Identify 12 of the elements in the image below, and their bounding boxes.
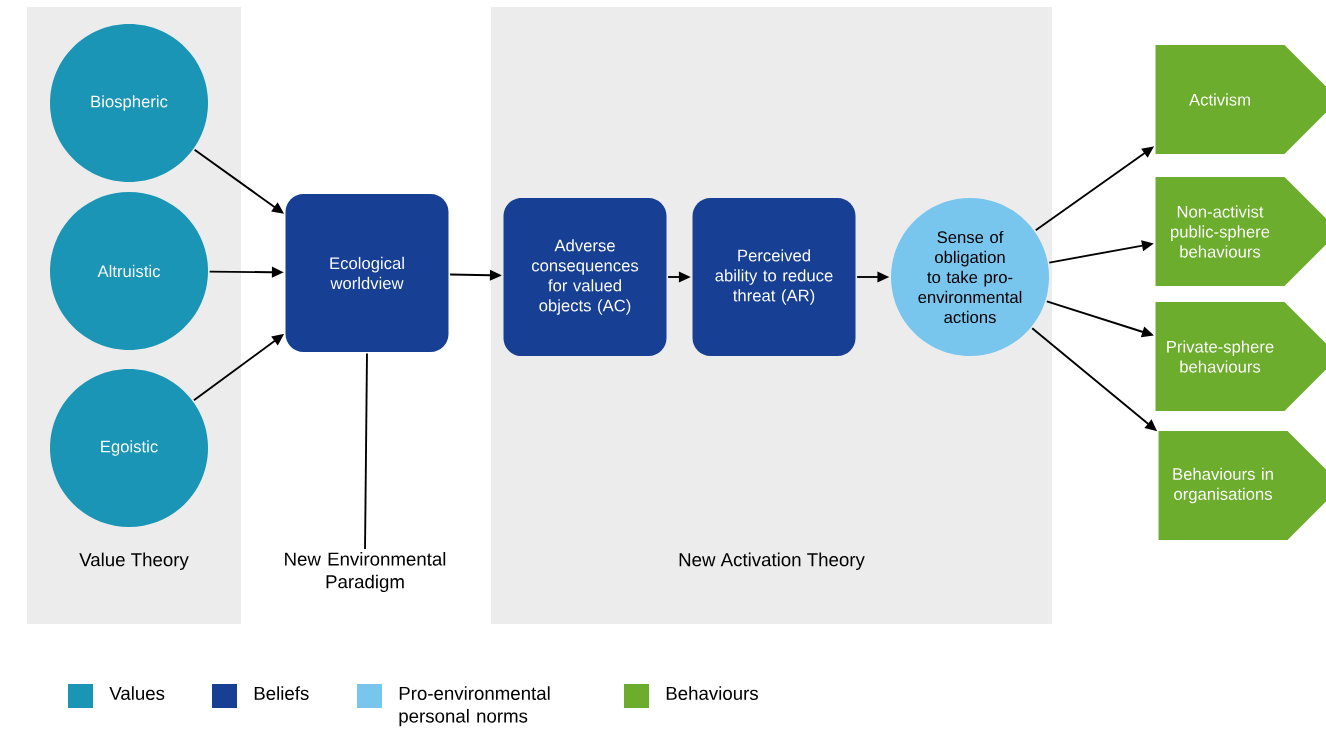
legend-label: Values — [109, 686, 165, 700]
behaviour-arrow-box: Activism — [1155, 45, 1326, 154]
belief-box: Perceived ability to reduce threat (AR) — [692, 198, 856, 356]
legend-label: Pro-environmental personal norms — [399, 686, 550, 727]
behaviour-arrow-box: Private-sphere behaviours — [1155, 302, 1326, 411]
behaviour-arrow-box: Behaviours in organisations — [1158, 431, 1326, 540]
paradigm-label: New Environmental Paradigm — [285, 551, 446, 593]
belief-box: Ecological worldview — [285, 194, 449, 352]
legend-label: Beliefs — [254, 686, 309, 700]
behaviour-arrow-box: Non-activist public-sphere behaviours — [1155, 177, 1326, 286]
legend-label: Behaviours — [666, 686, 758, 700]
belief-box: Adverse consequences for valued objects (AC) — [503, 198, 667, 356]
